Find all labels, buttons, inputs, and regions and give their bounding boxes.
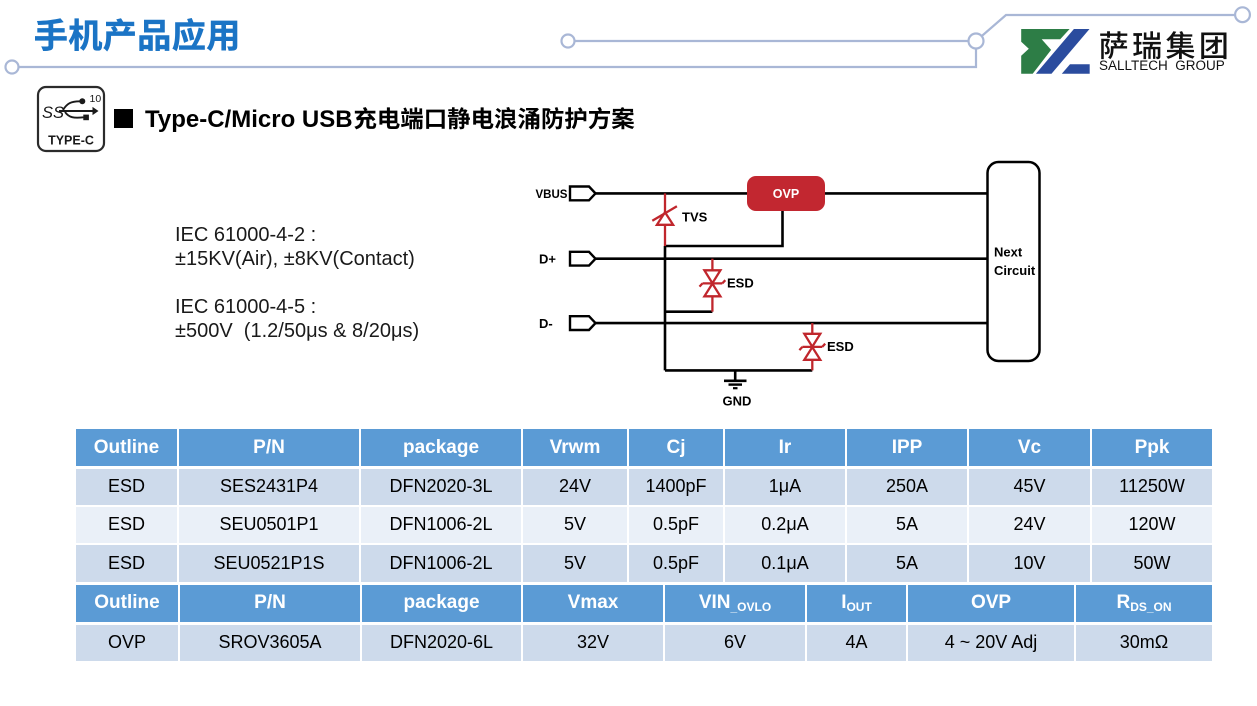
svg-text:SS: SS xyxy=(42,104,64,122)
svg-text:D-: D- xyxy=(539,316,553,331)
svg-text:Circuit: Circuit xyxy=(994,263,1036,278)
svg-text:ESD: ESD xyxy=(827,339,854,354)
svg-text:ESD: ESD xyxy=(727,276,754,291)
svg-text:VBUS: VBUS xyxy=(536,189,568,201)
svg-text:D+: D+ xyxy=(539,252,556,267)
svg-text:TVS: TVS xyxy=(682,210,708,225)
svg-text:GND: GND xyxy=(723,394,752,409)
svg-text:10: 10 xyxy=(90,93,102,105)
svg-text:Next: Next xyxy=(994,245,1023,260)
svg-text:OVP: OVP xyxy=(773,187,799,201)
svg-text:TYPE-C: TYPE-C xyxy=(48,134,94,148)
